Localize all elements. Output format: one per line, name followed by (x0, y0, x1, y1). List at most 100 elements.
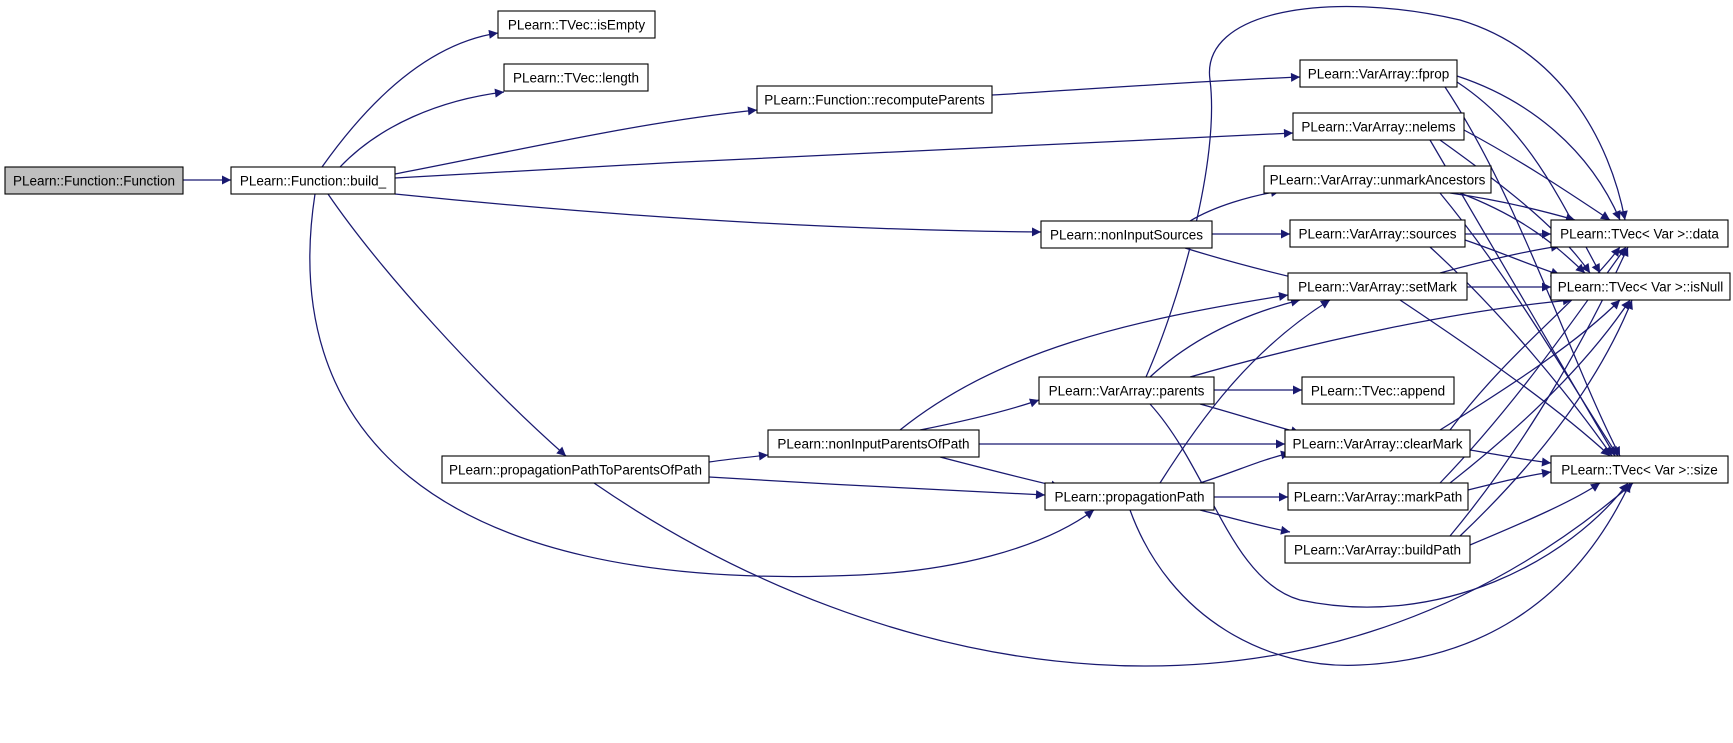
node-box (230, 166, 396, 195)
edge-fn_build-to-tvec_isempty (321, 29, 499, 168)
node-va_unmark[interactable]: PLearn::VarArray::unmarkAncestors (1263, 165, 1492, 194)
node-va_setmark[interactable]: PLearn::VarArray::setMark (1287, 272, 1468, 301)
node-fn_function[interactable]: PLearn::Function::Function (4, 166, 184, 195)
edge-nonInputParents-to-va_parents (919, 398, 1040, 431)
edge-path (991, 72, 1301, 96)
edge-path (939, 456, 1061, 490)
node-box (1289, 219, 1466, 248)
node-label: PLearn::Function::build_ (240, 174, 387, 189)
edge-path (1129, 482, 1631, 666)
edge-path (1439, 242, 1561, 274)
node-label: PLearn::VarArray::fprop (1308, 67, 1450, 82)
node-tv_size[interactable]: PLearn::TVec< Var >::size (1550, 455, 1729, 484)
node-tvec_append[interactable]: PLearn::TVec::append (1301, 376, 1455, 405)
node-box (1550, 455, 1729, 484)
node-fn_recompute[interactable]: PLearn::Function::recomputeParents (756, 85, 993, 114)
edge-propagationPath-to-tv_size (1129, 482, 1631, 666)
node-box (756, 85, 993, 114)
node-tv_data[interactable]: PLearn::TVec< Var >::data (1550, 219, 1729, 248)
node-label: PLearn::VarArray::unmarkAncestors (1270, 173, 1486, 188)
edge-propagationPath-to-va_setmark (1159, 299, 1331, 484)
edge-nonInputSources-to-va_setmark (1184, 247, 1301, 282)
node-tvec_isempty[interactable]: PLearn::TVec::isEmpty (497, 10, 656, 39)
edge-nonInputSources-to-va_unmark (1189, 188, 1281, 222)
node-label: PLearn::nonInputParentsOfPath (777, 437, 969, 452)
node-box (1038, 376, 1215, 405)
edge-path (1439, 299, 1621, 431)
edge-va_markpath-to-tv_size (1467, 468, 1552, 491)
node-box (1287, 272, 1468, 301)
node-tv_isnull[interactable]: PLearn::TVec< Var >::isNull (1550, 272, 1731, 301)
edge-path (1456, 75, 1621, 221)
edge-nonInputParents-to-propagationPath (939, 456, 1061, 490)
edge-path (1463, 129, 1611, 221)
node-label: PLearn::TVec< Var >::isNull (1558, 280, 1724, 295)
edge-path (327, 193, 567, 457)
edge-path (394, 193, 1042, 237)
edge-va_parents-to-va_clearmark (1199, 403, 1301, 436)
node-va_parents[interactable]: PLearn::VarArray::parents (1038, 376, 1215, 405)
node-box (767, 429, 980, 458)
edge-va_nelems-to-tv_isnull (1439, 139, 1591, 274)
edge-va_clearmark-to-tv_data (1449, 246, 1621, 431)
node-tvec_length[interactable]: PLearn::TVec::length (503, 63, 649, 92)
edge-path (1449, 246, 1621, 431)
edge-path (1459, 299, 1633, 537)
edge-path (321, 29, 499, 168)
node-box (1044, 482, 1215, 511)
node-label: PLearn::VarArray::parents (1049, 384, 1205, 399)
edge-path (1199, 509, 1291, 535)
node-label: PLearn::TVec::isEmpty (508, 18, 646, 33)
node-box (497, 10, 656, 39)
node-label: PLearn::TVec::length (513, 71, 639, 86)
edge-path (339, 88, 505, 168)
edge-path (1189, 188, 1281, 222)
edge-va_nelems-to-tv_data (1463, 129, 1611, 221)
edge-propagationPath-to-va_buildpath (1199, 509, 1291, 535)
node-label: PLearn::nonInputSources (1050, 228, 1203, 243)
edge-va_clearmark-to-tv_size (1469, 449, 1552, 467)
edge-path (1439, 192, 1619, 457)
edge-va_parents-to-va_setmark (1149, 297, 1301, 378)
edge-path (1469, 449, 1552, 467)
node-va_sources[interactable]: PLearn::VarArray::sources (1289, 219, 1466, 248)
node-fn_build[interactable]: PLearn::Function::build_ (230, 166, 396, 195)
edge-va_buildpath-to-tv_isnull (1459, 299, 1633, 537)
node-propagationPath[interactable]: PLearn::propagationPath (1044, 482, 1215, 511)
edge-path (394, 128, 1294, 179)
edge-fn_build-to-fn_recompute (394, 106, 758, 175)
edge-path (1464, 239, 1561, 277)
edge-path (899, 291, 1289, 431)
node-ppToParents[interactable]: PLearn::propagationPathToParentsOfPath (441, 455, 710, 484)
edge-va_parents-to-tv_size (1149, 403, 1629, 608)
node-nonInputSources[interactable]: PLearn::nonInputSources (1040, 220, 1213, 249)
node-va_fprop[interactable]: PLearn::VarArray::fprop (1299, 59, 1458, 88)
edge-va_sources-to-tv_isnull (1464, 239, 1561, 277)
node-label: PLearn::VarArray::setMark (1298, 280, 1457, 295)
edge-path (1199, 403, 1301, 436)
node-label: PLearn::VarArray::clearMark (1292, 437, 1462, 452)
edge-va_fprop-to-tv_size (1444, 86, 1621, 457)
node-label: PLearn::VarArray::nelems (1301, 120, 1456, 135)
edge-path (1159, 299, 1331, 484)
edge-va_clearmark-to-tv_isnull (1439, 299, 1621, 431)
edge-path (708, 476, 1046, 500)
node-va_buildpath[interactable]: PLearn::VarArray::buildPath (1284, 535, 1471, 564)
edge-fn_build-to-ppToParents (327, 193, 567, 457)
edge-fn_build-to-va_nelems (394, 128, 1294, 179)
node-box (1550, 219, 1729, 248)
edge-va_unmark-to-tv_size (1439, 192, 1619, 457)
node-label: PLearn::VarArray::markPath (1294, 490, 1463, 505)
node-box (1284, 535, 1471, 564)
node-va_markpath[interactable]: PLearn::VarArray::markPath (1287, 482, 1469, 511)
node-box (1287, 482, 1469, 511)
edge-fn_build-to-propagationPath (309, 193, 1095, 578)
edge-path (309, 193, 1095, 578)
node-va_nelems[interactable]: PLearn::VarArray::nelems (1292, 112, 1465, 141)
node-va_clearmark[interactable]: PLearn::VarArray::clearMark (1284, 429, 1471, 458)
node-nonInputParents[interactable]: PLearn::nonInputParentsOfPath (767, 429, 980, 458)
node-label: PLearn::TVec::append (1311, 384, 1445, 399)
edge-fn_build-to-nonInputSources (394, 193, 1042, 237)
node-label: PLearn::Function::Function (13, 174, 175, 189)
